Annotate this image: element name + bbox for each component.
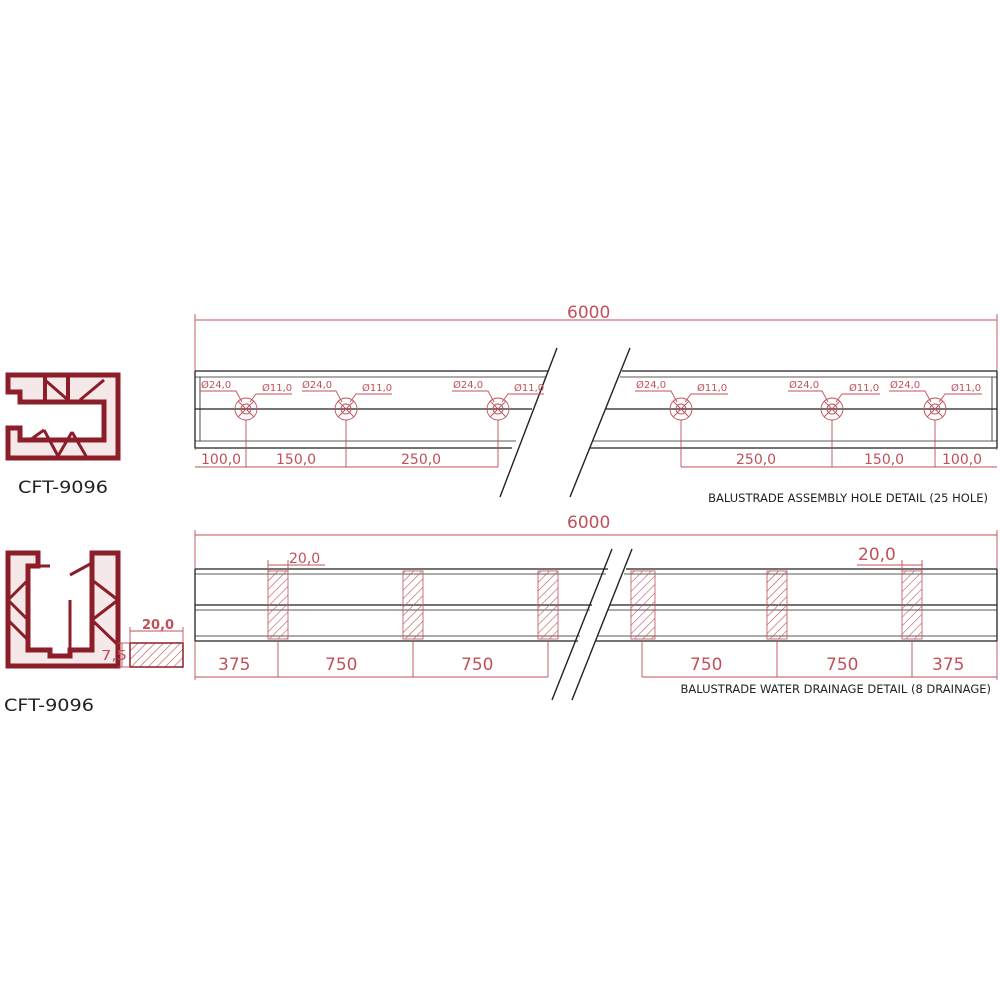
profile-code-bottom: CFT-9096 [4,696,94,716]
hole-inner-label: Ø11,0 [262,382,292,394]
hole-inner-label: Ø11,0 [951,382,981,394]
profile-code-top: CFT-9096 [18,478,108,498]
spacing-label: 750 [690,655,722,675]
spacing-label: 250,0 [736,452,776,468]
hole-outer-label: Ø24,0 [302,379,332,391]
hole-outer-label: Ø24,0 [201,379,231,391]
spacing-label: 150,0 [276,452,316,468]
drainage-slot [901,570,923,640]
spacing-label: 150,0 [864,452,904,468]
spacing-label: 750 [325,655,357,675]
caption-bottom: BALUSTRADE WATER DRAINAGE DETAIL (8 DRAI… [681,682,992,696]
spacing-dimensions-bottom [195,641,997,678]
hole-inner-label: Ø11,0 [362,382,392,394]
profile-section-top [5,372,121,461]
rail-body-bottom [194,568,998,642]
assembly-holes [234,397,947,421]
hole-leaders [200,390,982,403]
hole-outer-label: Ø24,0 [890,379,920,391]
total-length-top: 6000 [567,303,610,323]
spacing-label: 375 [218,655,250,675]
spacing-label: 375 [932,655,964,675]
hole [234,397,258,421]
drainage-slot [537,570,559,640]
spacing-label: 100,0 [201,452,241,468]
total-length-bottom: 6000 [567,513,610,533]
spacing-label: 250,0 [401,452,441,468]
hole-inner-label: Ø11,0 [697,382,727,394]
hole [486,397,510,421]
slot-height-label: 7,5 [101,649,127,664]
hole-outer-label: Ø24,0 [636,379,666,391]
drainage-slots [267,570,923,640]
hole-inner-label: Ø11,0 [849,382,879,394]
spacing-label: 750 [461,655,493,675]
slot-width-dims [267,560,923,572]
rail-body-top [194,370,998,449]
hole-outer-label: Ø24,0 [453,379,483,391]
drainage-slot [630,570,656,640]
spacing-label: 100,0 [942,452,982,468]
spacing-label: 750 [826,655,858,675]
hole-outer-label: Ø24,0 [789,379,819,391]
break-lines-bottom [551,548,633,701]
drainage-slot [766,570,788,640]
drainage-slot [267,570,289,640]
profile-section-bottom [5,550,121,669]
slot-detail [118,627,184,668]
slot-width-label: 20,0 [858,545,896,565]
slot-width-label: 20,0 [289,551,320,567]
hole-inner-label: Ø11,0 [514,382,544,394]
drainage-slot [402,570,424,640]
caption-top: BALUSTRADE ASSEMBLY HOLE DETAIL (25 HOLE… [708,491,988,505]
detail-width-label: 20,0 [142,618,174,633]
spacing-dimensions-top [195,420,997,468]
break-lines-top [499,347,631,498]
